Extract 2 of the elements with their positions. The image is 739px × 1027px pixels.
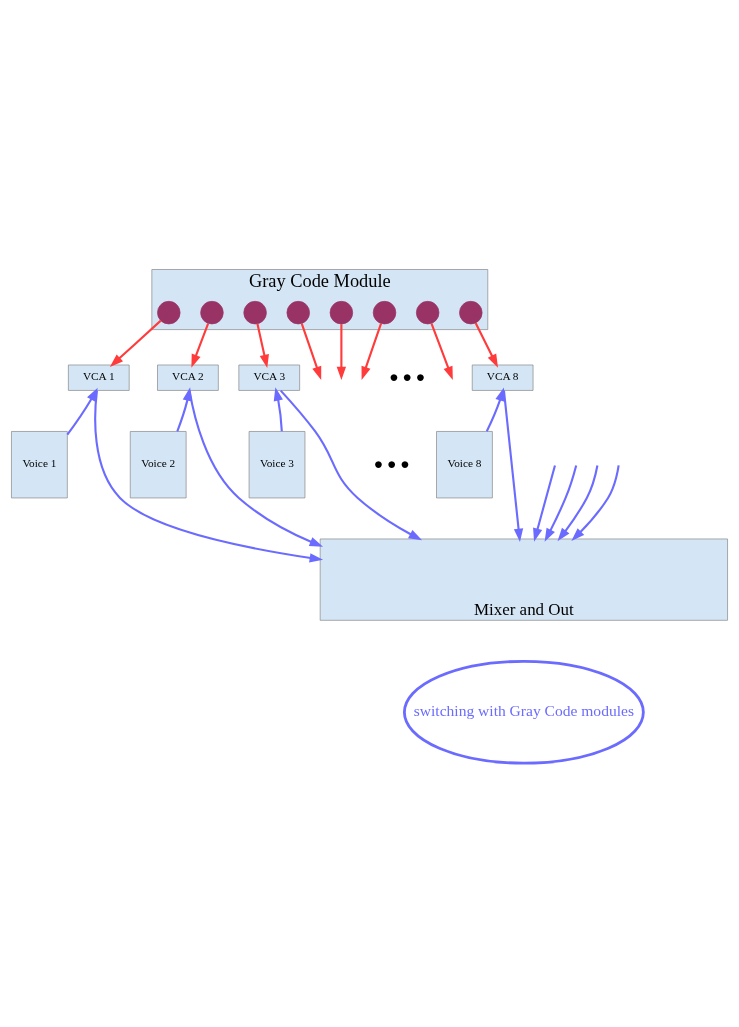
- label: ● ● ●: [389, 367, 426, 385]
- label: ● ● ●: [373, 454, 410, 472]
